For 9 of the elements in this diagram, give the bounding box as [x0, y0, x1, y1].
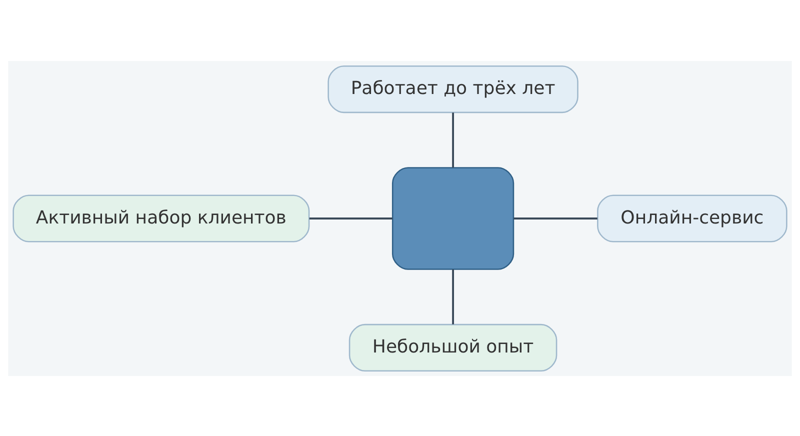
connector	[452, 112, 454, 168]
connector	[514, 217, 598, 219]
node-box: Небольшой опыт	[348, 323, 558, 371]
node-box: Активный набор клиентов	[12, 194, 310, 242]
connector	[309, 217, 392, 219]
node-box: Работает до трёх лет	[328, 65, 578, 113]
connector	[452, 268, 454, 324]
node-box: Онлайн-сервис	[597, 194, 788, 242]
node-box	[392, 166, 514, 270]
